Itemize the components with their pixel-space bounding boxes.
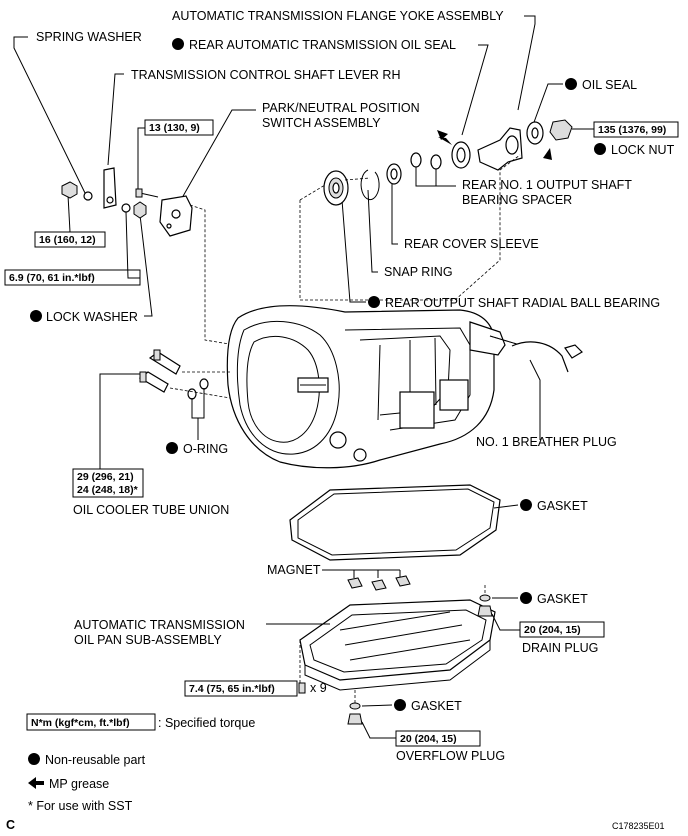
pan-bolt-icon: [298, 682, 306, 694]
label-radial-bearing: REAR OUTPUT SHAFT RADIAL BALL BEARING: [385, 296, 660, 310]
torque-box-union: [72, 468, 144, 498]
overflow-gasket-icon: [349, 702, 361, 710]
label-gasket-overflow: GASKET: [411, 699, 462, 713]
torque-lock-washer-nut: 6.9 (70, 61 in.*lbf): [9, 272, 95, 284]
legend-mp-grease: MP grease: [49, 777, 109, 791]
label-gasket-pan: GASKET: [537, 499, 588, 513]
label-oil-pan-line2: OIL PAN SUB-ASSEMBLY: [74, 633, 222, 647]
control-lever-icon: [103, 167, 117, 209]
lock-washer-icon: [121, 203, 131, 213]
label-bolt-count: x 9: [310, 681, 327, 695]
label-breather-plug: NO. 1 BREATHER PLUG: [476, 435, 617, 449]
label-pnp-switch-line2: SWITCH ASSEMBLY: [262, 116, 381, 130]
overflow-plug-icon: [347, 713, 363, 725]
footer-left-code: C: [6, 818, 15, 832]
torque-overflow-plug: 20 (204, 15): [400, 733, 457, 745]
torque-pnp-bolt: 13 (130, 9): [149, 122, 200, 134]
label-drain-plug: DRAIN PLUG: [522, 641, 598, 655]
non-reusable-marker: [30, 310, 42, 322]
label-spacer-line1: REAR NO. 1 OUTPUT SHAFT: [462, 178, 632, 192]
label-oil-pan-line1: AUTOMATIC TRANSMISSION: [74, 618, 245, 632]
non-reusable-marker: [394, 699, 406, 711]
label-overflow-plug: OVERFLOW PLUG: [396, 749, 505, 763]
label-spacer-line2: BEARING SPACER: [462, 193, 572, 207]
label-rear-cover-sleeve: REAR COVER SLEEVE: [404, 237, 539, 251]
spacer-ring-icon: [410, 152, 422, 168]
label-magnet: MAGNET: [267, 563, 321, 577]
label-oil-seal: OIL SEAL: [582, 78, 637, 92]
non-reusable-marker: [166, 442, 178, 454]
spacer-ring-icon: [430, 154, 442, 170]
magnet-icon: [395, 575, 411, 587]
label-control-lever: TRANSMISSION CONTROL SHAFT LEVER RH: [131, 68, 400, 82]
lock-nut-icon: [549, 119, 573, 141]
torque-control-lever: 16 (160, 12): [39, 234, 96, 246]
pan-gasket-icon: [289, 484, 501, 561]
label-oil-cooler-union: OIL COOLER TUBE UNION: [73, 503, 229, 517]
non-reusable-marker: [520, 499, 532, 511]
non-reusable-marker: [368, 296, 380, 308]
drain-gasket-icon: [479, 594, 491, 602]
legend-non-reusable-icon: [28, 753, 40, 765]
label-pnp-switch-line1: PARK/NEUTRAL POSITION: [262, 101, 420, 115]
label-o-ring: O-RING: [183, 442, 228, 456]
legend-torque-box: [26, 713, 156, 731]
non-reusable-marker: [565, 78, 577, 90]
non-reusable-marker: [594, 143, 606, 155]
torque-union-line2: 24 (248, 18)*: [77, 484, 139, 496]
o-ring-icon: [199, 378, 209, 390]
magnet-icon: [347, 577, 363, 589]
label-gasket-drain: GASKET: [537, 592, 588, 606]
torque-lock-nut: 135 (1376, 99): [598, 124, 666, 136]
label-rear-oil-seal: REAR AUTOMATIC TRANSMISSION OIL SEAL: [189, 38, 456, 52]
breather-plug-icon: [511, 341, 569, 373]
label-flange-yoke: AUTOMATIC TRANSMISSION FLANGE YOKE ASSEM…: [172, 9, 504, 23]
mp-grease-arrow: [543, 148, 552, 160]
o-ring-icon: [187, 388, 197, 400]
oil-cooler-union-icon: [138, 349, 181, 393]
non-reusable-marker: [172, 38, 184, 50]
label-snap-ring: SNAP RING: [384, 265, 453, 279]
legend-torque-units: N*m (kgf*cm, ft.*lbf): [31, 717, 130, 729]
legend-torque-desc: : Specified torque: [158, 716, 255, 730]
torque-pan-bolts: 7.4 (75, 65 in.*lbf): [189, 683, 275, 695]
transmission-case-icon: [226, 305, 521, 469]
label-lock-washer: LOCK WASHER: [46, 310, 138, 324]
drain-plug-icon: [477, 605, 493, 617]
footer-right-code: C178235E01: [612, 821, 665, 831]
torque-union-line1: 29 (296, 21): [77, 471, 134, 483]
mp-grease-arrow: [438, 137, 452, 145]
label-lock-nut: LOCK NUT: [611, 143, 675, 157]
nut-icon: [61, 181, 78, 199]
legend-mp-grease-icon: [28, 777, 44, 789]
legend-non-reusable: Non-reusable part: [45, 753, 146, 767]
non-reusable-marker: [520, 592, 532, 604]
legend-sst: * For use with SST: [28, 799, 133, 813]
lock-washer-nut-icon: [133, 201, 147, 219]
oil-pan-icon: [299, 599, 496, 691]
magnet-icon: [371, 579, 387, 591]
label-spring-washer: SPRING WASHER: [36, 30, 142, 44]
torque-drain-plug: 20 (204, 15): [524, 624, 581, 636]
torque-box-pan-bolts: [184, 680, 298, 697]
snap-ring-icon: [360, 169, 380, 201]
spring-washer-icon: [83, 191, 93, 201]
